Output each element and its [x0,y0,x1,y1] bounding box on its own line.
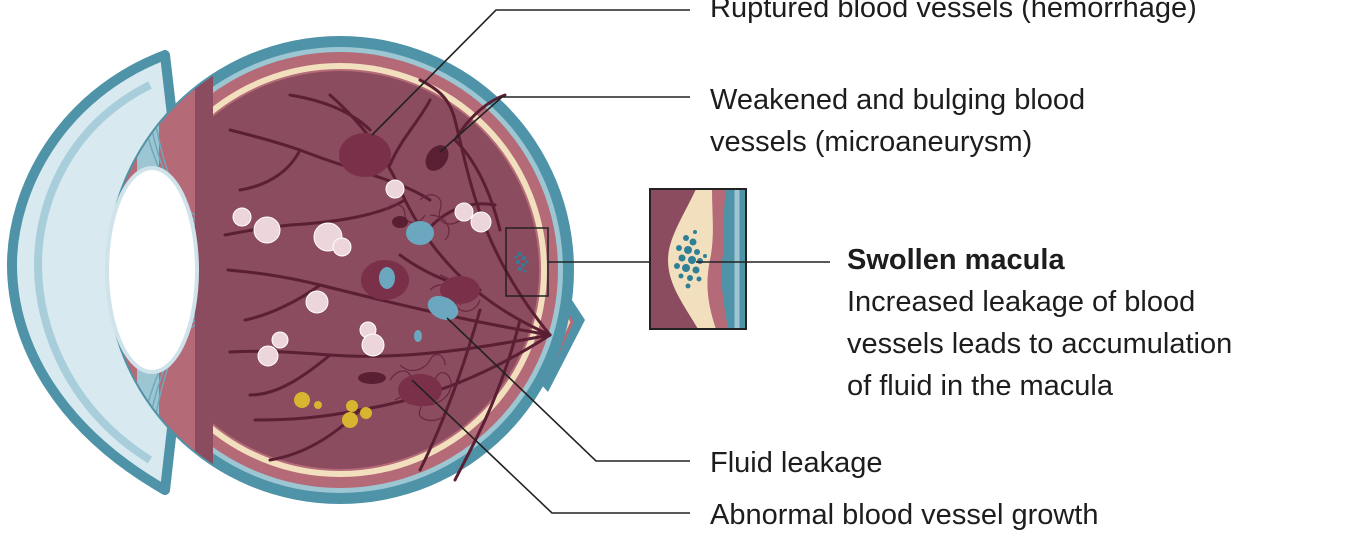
macula-magnified-inset [650,189,746,329]
label-swollen-macula-line3: of fluid in the macula [847,366,1113,406]
label-swollen-macula-title: Swollen macula [847,240,1065,280]
label-microaneurysm-line1: Weakened and bulging blood [710,80,1085,120]
label-microaneurysm-line2: vessels (microaneurysm) [710,122,1032,162]
label-swollen-macula-line2: vessels leads to accumulation [847,324,1232,364]
label-abnormal-growth: Abnormal blood vessel growth [710,495,1098,535]
label-hemorrhage: Ruptured blood vessels (hemorrhage) [710,0,1197,28]
lens [107,168,197,372]
label-swollen-macula-line1: Increased leakage of blood [847,282,1195,322]
eye-cross-section [12,36,585,504]
label-fluid-leakage: Fluid leakage [710,443,883,483]
